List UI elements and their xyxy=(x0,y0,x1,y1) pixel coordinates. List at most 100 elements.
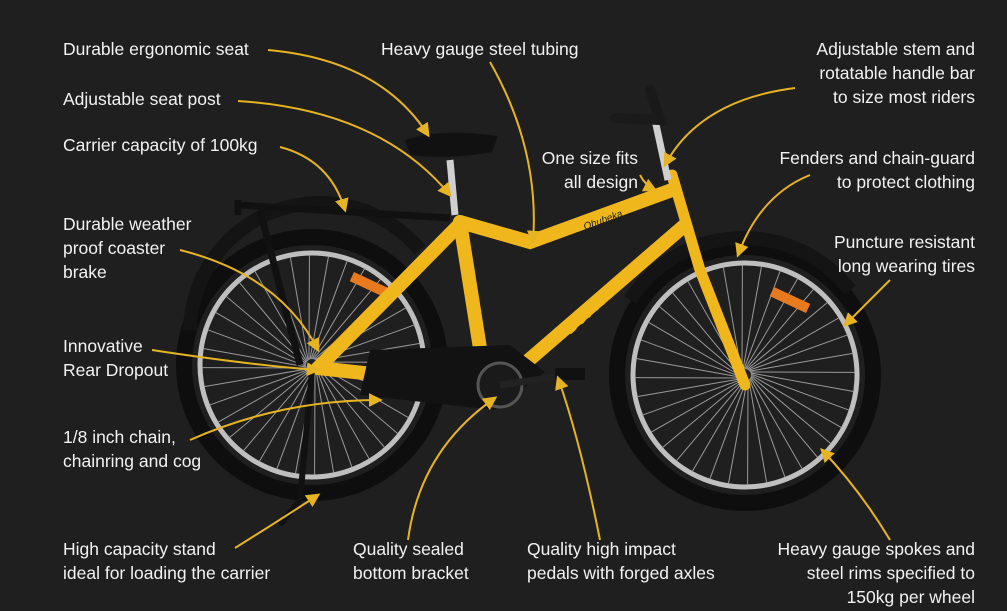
spoke xyxy=(207,329,307,367)
spoke xyxy=(675,380,745,462)
spoke xyxy=(204,368,308,388)
callout-text: Quality sealed xyxy=(353,539,464,559)
callout-text: Innovative xyxy=(63,336,143,356)
spoke xyxy=(750,373,850,411)
spoke xyxy=(640,339,740,377)
spoke xyxy=(742,266,763,370)
spoke xyxy=(749,378,786,478)
callout-text: bottom bracket xyxy=(353,563,469,583)
callout-text: Fenders and chain-guard xyxy=(779,148,975,168)
spoke xyxy=(750,376,819,458)
callout-text: all design xyxy=(564,172,638,192)
spoke xyxy=(203,347,307,368)
callout-chain: 1/8 inch chain, chainring and cog xyxy=(63,425,201,473)
callout-seat-post: Adjustable seat post xyxy=(63,87,221,111)
spoke xyxy=(748,334,848,371)
callout-text: long wearing tires xyxy=(837,256,975,276)
spoke xyxy=(650,379,743,433)
callout-stand: High capacity stand ideal for loading the… xyxy=(63,537,270,585)
callout-text: ideal for loading the carrier xyxy=(63,563,271,583)
callout-text: chainring and cog xyxy=(63,451,202,471)
spoke xyxy=(315,369,335,473)
handlebar xyxy=(610,85,668,126)
callout-text: Adjustable seat post xyxy=(63,89,221,109)
front-reflector xyxy=(769,287,811,313)
callout-text: Heavy gauge steel tubing xyxy=(381,39,579,59)
spoke xyxy=(209,369,309,406)
spoke xyxy=(648,321,740,376)
callout-spokes: Heavy gauge spokes and steel rims specifi… xyxy=(778,537,976,609)
callout-text: to protect clothing xyxy=(836,172,975,192)
spoke xyxy=(217,369,310,423)
spoke xyxy=(749,352,853,372)
seat xyxy=(405,132,498,157)
callout-text: pedals with forged axles xyxy=(527,563,715,583)
spoke xyxy=(317,366,386,448)
spoke xyxy=(312,278,382,360)
spoke xyxy=(749,377,803,470)
spoke xyxy=(748,379,768,483)
spoke xyxy=(727,380,748,484)
spoke xyxy=(746,301,828,370)
callout-carrier: Carrier capacity of 100kg xyxy=(63,133,258,157)
kickstand xyxy=(277,369,315,527)
rear-wheel xyxy=(176,196,448,501)
spoke xyxy=(709,380,747,480)
callout-text: brake xyxy=(63,262,107,282)
callout-brake: Durable weather proof coaster brake xyxy=(63,212,191,284)
callout-pedals: Quality high impact pedals with forged ax… xyxy=(527,537,715,585)
spoke xyxy=(658,305,740,375)
spoke xyxy=(225,295,307,365)
spoke xyxy=(671,292,740,374)
callout-text: Quality high impact xyxy=(527,539,676,559)
spoke xyxy=(691,380,746,472)
callout-seat: Durable ergonomic seat xyxy=(63,37,249,61)
spoke xyxy=(642,379,742,416)
callout-fenders: Fenders and chain-guard to protect clothi… xyxy=(779,146,975,194)
callout-text: Adjustable stem and xyxy=(816,39,975,59)
callout-text: Puncture resistant xyxy=(833,232,975,252)
callout-text: 1/8 inch chain, xyxy=(63,427,176,447)
front-fender xyxy=(624,231,856,304)
callout-text: rotatable handle bar xyxy=(819,63,975,83)
front-wheel xyxy=(609,231,881,511)
callout-lines xyxy=(151,49,891,549)
rear-reflector xyxy=(349,272,391,298)
callout-stem: Adjustable stem and rotatable handle bar t… xyxy=(816,37,975,109)
spoke xyxy=(316,368,353,468)
pedal xyxy=(555,368,585,380)
spoke xyxy=(750,375,832,445)
callout-tubing: Heavy gauge steel tubing xyxy=(381,37,579,61)
spoke xyxy=(289,257,309,361)
spoke xyxy=(750,374,842,429)
callout-text: Durable ergonomic seat xyxy=(63,39,249,59)
spoke xyxy=(229,370,311,439)
callout-text: Carrier capacity of 100kg xyxy=(63,135,258,155)
callout-text: proof coaster xyxy=(63,238,166,258)
callout-text: Durable weather xyxy=(63,214,192,234)
spoke xyxy=(258,370,313,462)
callout-text: High capacity stand xyxy=(63,539,216,559)
spoke xyxy=(750,372,854,393)
callout-tires: Puncture resistant long wearing tires xyxy=(834,230,975,278)
callout-text: One size fits xyxy=(541,148,638,168)
callout-bracket: Quality sealed bottom bracket xyxy=(353,537,469,585)
stem xyxy=(651,119,672,181)
seat-post xyxy=(446,159,459,216)
spoke xyxy=(276,370,314,470)
spoke xyxy=(636,357,740,378)
spoke xyxy=(744,278,799,370)
callout-text: 150kg per wheel xyxy=(846,587,975,607)
spoke xyxy=(215,311,307,366)
callout-text: Rear Dropout xyxy=(63,360,169,380)
spoke xyxy=(747,317,840,371)
callout-text: to size most riders xyxy=(833,87,975,107)
spoke xyxy=(316,367,370,460)
callout-text: steel rims specified to xyxy=(806,563,975,583)
callout-text: Heavy gauge spokes and xyxy=(777,539,976,559)
callout-size: One size fits all design xyxy=(542,146,638,194)
spoke xyxy=(662,380,744,449)
spoke xyxy=(637,378,741,398)
